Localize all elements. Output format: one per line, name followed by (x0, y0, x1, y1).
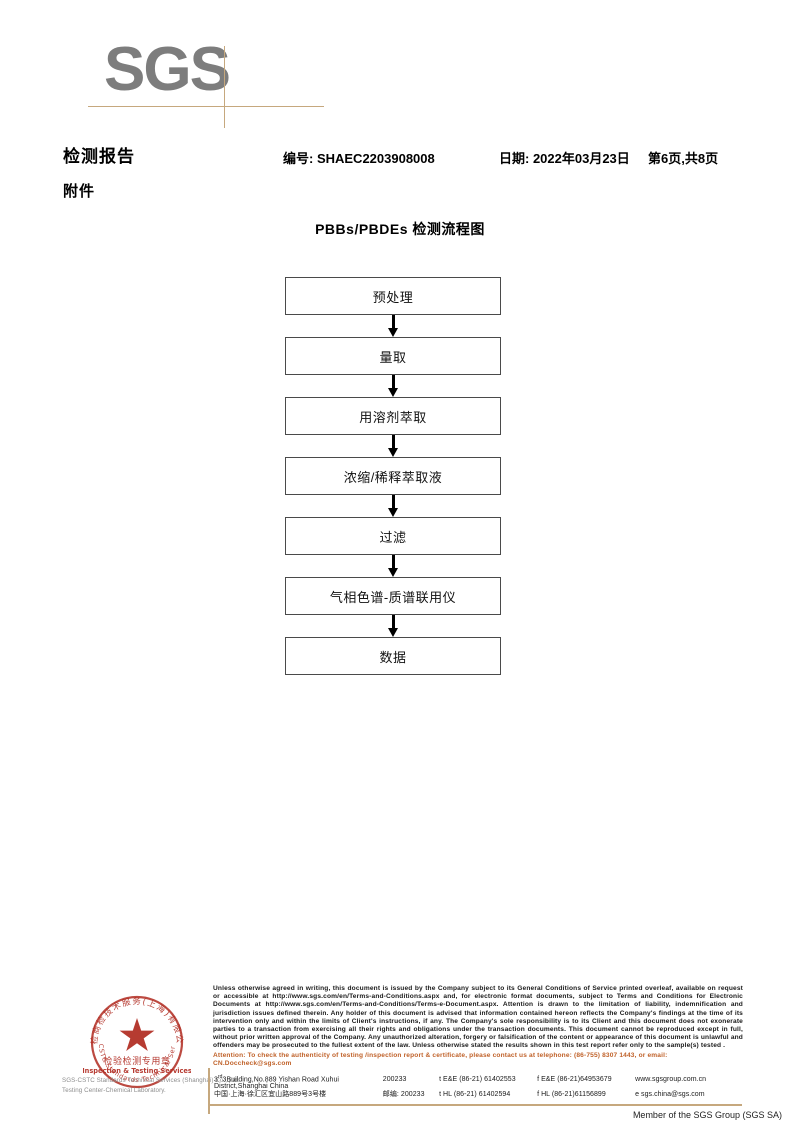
flow-arrow-down-icon (285, 495, 501, 517)
address-street-en-prefix: 3 (214, 1076, 218, 1084)
logo-horizontal-rule (88, 106, 324, 107)
flowchart-title: PBBs/PBDEs 检测流程图 (315, 221, 485, 237)
sgs-logo-text: SGS (104, 35, 231, 104)
address-street-ordinal: rd (217, 1074, 223, 1080)
flow-step-box: 预处理 (285, 277, 501, 315)
address-horizontal-rule (208, 1104, 742, 1106)
svg-text:Inspection & Testing Services: Inspection & Testing Services (83, 1067, 191, 1075)
report-number: 编号: SHAEC2203908008 (283, 151, 435, 166)
address-zip-cn: 邮编: 200233 (382, 1091, 425, 1098)
legal-terms-text: Unless otherwise agreed in writing, this… (213, 985, 743, 1050)
member-notice: Member of the SGS Group (SGS SA) (632, 1110, 782, 1120)
address-row-chinese: 中国·上海·徐汇区宜山路889号3号楼 邮编: 200233 t HL (86-… (214, 1089, 744, 1104)
address-fax-ee: f E&E (86-21)64953679 (537, 1076, 612, 1084)
laboratory-name: SGS-CSTC Standards Technical Services (S… (62, 1077, 240, 1094)
attention-notice-text: Attention: To check the authenticity of … (213, 1052, 668, 1068)
address-vertical-rule (208, 1068, 210, 1114)
page-subtitle: 附件 (63, 183, 96, 200)
address-zip-en: 200233 (382, 1076, 407, 1084)
address-block: 3rd3Building,No.889 Yishan Road Xuhui Di… (214, 1074, 744, 1104)
company-seal-stamp: 质检商检技术服务(上海)有限公司 SGS-CSTC Standards Tech… (83, 988, 191, 1096)
flow-step-box: 过滤 (285, 517, 501, 555)
flow-step-box: 浓缩/稀释萃取液 (285, 457, 501, 495)
flow-arrow-down-icon (285, 555, 501, 577)
flow-arrow-down-icon (285, 435, 501, 457)
sgs-logo: SGS (88, 35, 340, 128)
address-website[interactable]: www.sgsgroup.com.cn (635, 1076, 707, 1084)
address-row-english: 3rd3Building,No.889 Yishan Road Xuhui Di… (214, 1074, 744, 1091)
report-date: 日期: 2022年03月23日 (499, 151, 630, 166)
address-tel-ee: t E&E (86-21) 61402553 (439, 1076, 516, 1084)
address-street-en: 3Building,No.889 Yishan Road Xuhui Distr… (214, 1076, 340, 1091)
page-title: 检测报告 (63, 147, 135, 166)
address-email[interactable]: e sgs.china@sgs.com (635, 1091, 705, 1098)
flow-arrow-down-icon (285, 315, 501, 337)
flow-arrow-down-icon (285, 375, 501, 397)
flow-step-box: 气相色谱-质谱联用仪 (285, 577, 501, 615)
flow-step-box: 数据 (285, 637, 501, 675)
logo-vertical-rule (224, 46, 225, 128)
flowchart: 预处理 量取 用溶剂萃取 浓缩/稀释萃取液 过滤 气相色谱-质谱联用仪 数据 (285, 277, 503, 675)
address-street-cn: 中国·上海·徐汇区宜山路889号3号楼 (214, 1091, 327, 1098)
page-indicator: 第6页,共8页 (648, 151, 719, 166)
address-fax-hl: f HL (86-21)61156899 (537, 1091, 606, 1098)
svg-text:检验检测专用章: 检验检测专用章 (103, 1055, 170, 1067)
address-tel-hl: t HL (86-21) 61402594 (439, 1091, 511, 1098)
flow-step-box: 量取 (285, 337, 501, 375)
flow-arrow-down-icon (285, 615, 501, 637)
flow-step-box: 用溶剂萃取 (285, 397, 501, 435)
